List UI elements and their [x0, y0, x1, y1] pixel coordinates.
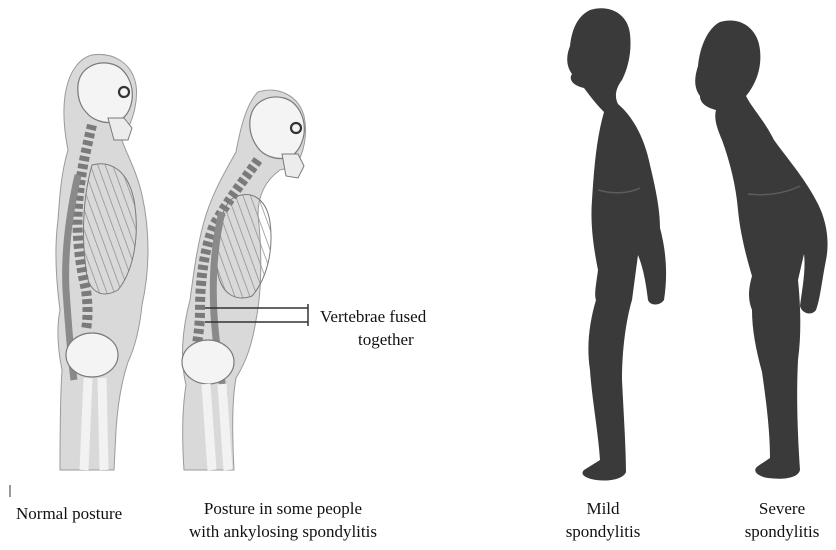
annotation-line-1: Vertebrae fused — [320, 305, 426, 328]
mild-spondylitis-silhouette — [567, 8, 666, 480]
severe-silhouette-body — [695, 20, 827, 478]
caption-mild-spondylitis: Mild spondylitis — [548, 497, 658, 543]
caption-severe-line-1: Severe — [730, 497, 834, 520]
as-pelvis — [182, 340, 234, 384]
caption-as-line-1: Posture in some people — [158, 497, 408, 520]
caption-mild-line-2: spondylitis — [548, 520, 658, 543]
caption-as-posture: Posture in some people with ankylosing s… — [158, 497, 408, 543]
normal-posture-skeleton — [56, 54, 148, 470]
normal-pelvis — [66, 333, 118, 377]
mild-silhouette-body — [567, 8, 666, 480]
caption-normal-line-1: Normal posture — [16, 502, 122, 525]
caption-severe-spondylitis: Severe spondylitis — [730, 497, 834, 543]
as-ribcage — [216, 195, 271, 298]
caption-mild-line-1: Mild — [548, 497, 658, 520]
severe-spondylitis-silhouette — [695, 20, 827, 478]
caption-normal-posture: Normal posture — [16, 502, 122, 525]
as-posture-skeleton — [182, 90, 306, 470]
caption-as-line-2: with ankylosing spondylitis — [158, 520, 408, 543]
caption-severe-line-2: spondylitis — [730, 520, 834, 543]
annotation-vertebrae-fused: Vertebrae fused together — [320, 305, 426, 351]
annotation-line-2: together — [320, 328, 426, 351]
